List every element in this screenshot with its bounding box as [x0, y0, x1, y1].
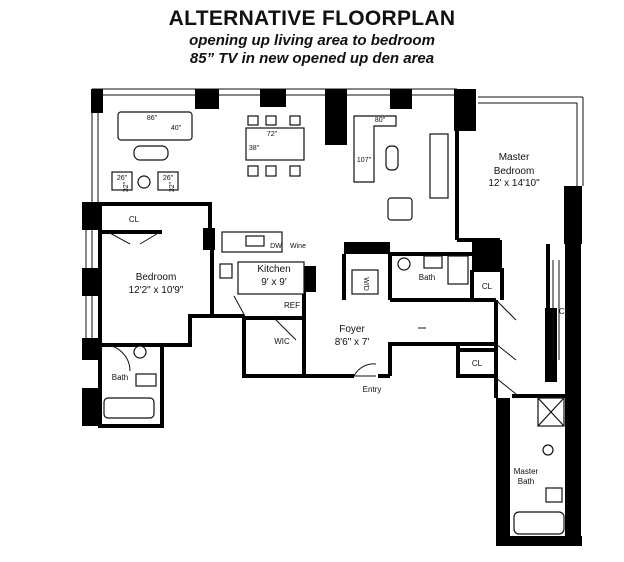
- wic-label: WIC: [274, 337, 290, 346]
- media-console: [429, 133, 449, 199]
- entry-label: Entry: [363, 385, 382, 394]
- plan-title: ALTERNATIVE FLOORPLAN: [168, 7, 456, 30]
- bedroom-size: 12'2" x 10'9": [129, 285, 184, 296]
- bedroom-label: Bedroom: [136, 272, 177, 283]
- kitchen-label: Kitchen: [257, 264, 290, 275]
- master-bath-label-1: Master: [514, 467, 539, 476]
- sectional-width-dim: 80": [375, 117, 386, 124]
- doors: [103, 231, 517, 395]
- washer-dryer-label: W/D: [362, 277, 369, 291]
- chair-left-depth-dim: 32": [123, 181, 130, 192]
- closet-label-hall: CL: [472, 359, 483, 368]
- sofa-shape: [117, 111, 193, 141]
- master-bedroom-label-2: Bedroom: [494, 166, 535, 177]
- closet-label-master: CL: [559, 307, 570, 316]
- table-depth-dim: 38": [249, 145, 260, 152]
- chair-right-depth-dim: 32": [169, 181, 176, 192]
- refrigerator-label: REF: [284, 301, 300, 310]
- plan-subtitle-line-2: 85” TV in new opened up den area: [189, 50, 435, 67]
- sofa-depth-dim: 40": [171, 125, 182, 132]
- plan-header: ALTERNATIVE FLOORPLAN opening up living …: [0, 6, 624, 68]
- sofa-width-dim: 86": [147, 115, 158, 122]
- armchair-right: [157, 171, 179, 191]
- sectional-sofa: [353, 115, 397, 183]
- dining-table: [245, 127, 305, 161]
- kitchen-size: 9' x 9': [261, 277, 287, 288]
- armchair-left: [111, 171, 133, 191]
- sectional-length-dim: 107": [357, 157, 372, 164]
- furniture: [103, 111, 565, 535]
- plan-subtitle-line-1: opening up living area to bedroom: [189, 32, 435, 49]
- dishwasher-label: DW: [270, 243, 282, 250]
- wine-label: Wine: [290, 243, 306, 250]
- chair-right-width-dim: 26": [163, 175, 174, 182]
- master-bedroom-label-1: Master: [499, 152, 530, 163]
- wall-piers: [82, 89, 582, 546]
- center-bath-label: Bath: [419, 273, 435, 282]
- master-bath-label-2: Bath: [518, 477, 534, 486]
- chair-left-width-dim: 26": [117, 175, 128, 182]
- foyer-label: Foyer: [339, 324, 365, 335]
- closet-label-bath: CL: [482, 282, 493, 291]
- table-width-dim: 72": [267, 131, 278, 138]
- foyer-size: 8'6" x 7': [335, 337, 370, 348]
- master-bedroom-size: 12' x 14'10": [488, 178, 540, 189]
- closet-label-bedroom: CL: [129, 215, 140, 224]
- walls: [98, 129, 565, 428]
- left-bath-label: Bath: [112, 373, 128, 382]
